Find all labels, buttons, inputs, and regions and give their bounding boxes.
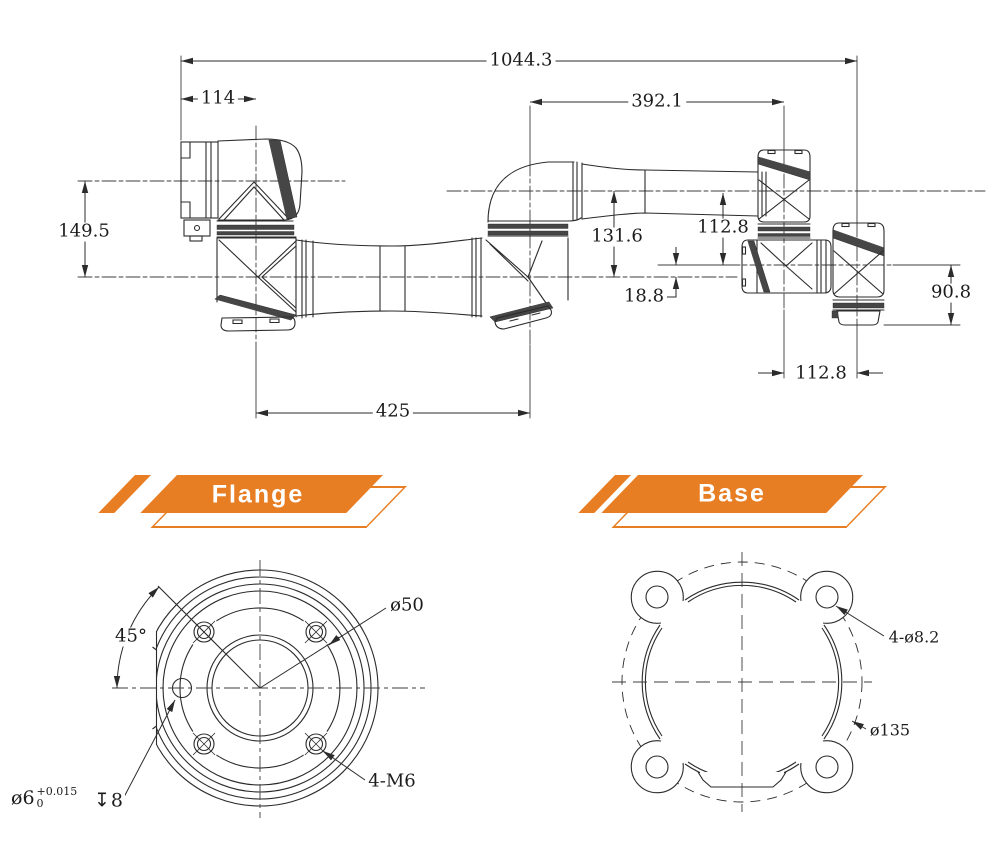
dim-wrist-offset: 112.8 [792,364,850,384]
base-hole [645,585,669,609]
depth-symbol-icon: ↧ [94,789,110,812]
dim-flange-drop: 90.8 [927,283,975,303]
base-hole [645,755,669,779]
flange-bolt-holes [192,620,328,756]
dim-wrist-height: 112.8 [694,218,752,238]
flange-banner-title: Flange [211,480,305,509]
arm-dimension-lines [81,57,955,417]
flange-pin-depth-label: ↧8 [92,789,126,812]
robot-arm-side-view [77,55,986,419]
dim-elbow-height: 131.6 [588,227,646,247]
base-detail-drawing [612,552,872,812]
dim-shoulder-offset: 114 [197,89,239,109]
base-hole [815,585,839,609]
base-centerlines [612,552,872,812]
dim-upper-arm-length: 425 [372,402,414,422]
dim-forearm-length: 392.1 [628,92,686,112]
flange-bolt-circle-label: ø50 [387,596,427,616]
dim-axis-offset: 18.8 [620,287,668,307]
base-bolt-circle-label: ø135 [866,722,914,740]
dim-overall-length: 1044.3 [486,51,556,71]
pin-diameter: ø6 [11,786,35,809]
flange-bolt-angle-label: 45° [112,627,150,647]
base-hole [815,755,839,779]
flange-dimension-lines [113,586,387,798]
arm-centerlines [77,55,986,419]
base-banner-title: Base [698,479,766,508]
base-dimension-lines [835,605,885,730]
flange-thread-spec-label: 4-M6 [365,772,419,792]
base-hole-spec-label: 4-ø8.2 [885,629,943,647]
dim-shoulder-height: 149.5 [55,222,113,242]
flange-centerlines [112,560,425,818]
